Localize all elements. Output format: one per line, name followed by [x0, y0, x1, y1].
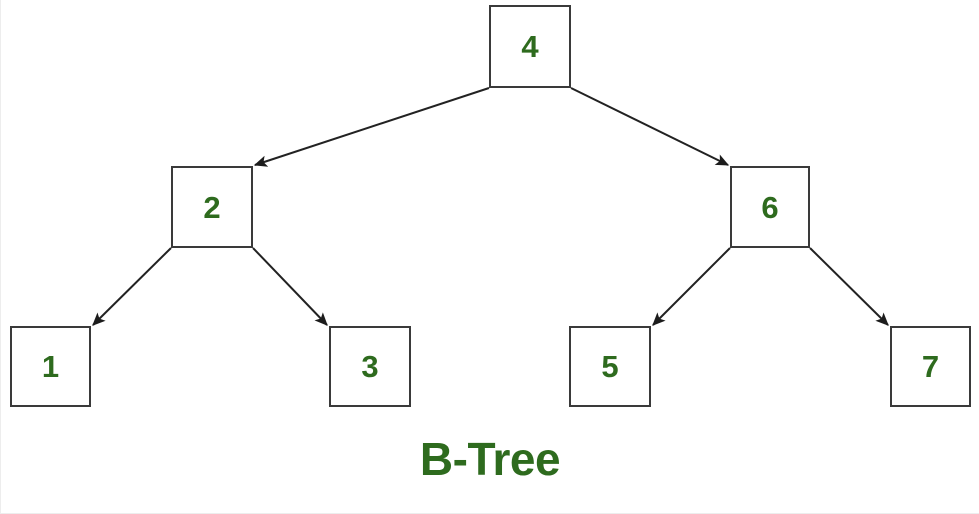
tree-edge	[809, 247, 889, 326]
tree-node-7[interactable]: 7	[890, 326, 971, 407]
node-label: 5	[601, 349, 619, 384]
node-label: 2	[203, 189, 221, 225]
tree-node-6[interactable]: 6	[730, 166, 810, 248]
tree-node-5[interactable]: 5	[569, 326, 651, 407]
tree-node-1[interactable]: 1	[10, 326, 91, 407]
tree-edge	[252, 247, 328, 326]
node-label: 1	[41, 349, 60, 384]
tree-edges	[92, 87, 889, 326]
tree-node-3[interactable]: 3	[329, 326, 411, 407]
node-label: 7	[921, 349, 940, 384]
node-label: 6	[761, 189, 779, 225]
tree-node-root[interactable]: 4	[489, 5, 571, 88]
tree-edge	[253, 87, 490, 167]
diagram-title: B-Tree	[419, 433, 561, 485]
tree-edge	[652, 247, 731, 326]
node-label: 4	[521, 29, 539, 64]
tree-edge	[92, 247, 172, 326]
tree-node-2[interactable]: 2	[171, 166, 253, 248]
node-label: 3	[361, 349, 379, 384]
tree-edge	[570, 87, 730, 166]
